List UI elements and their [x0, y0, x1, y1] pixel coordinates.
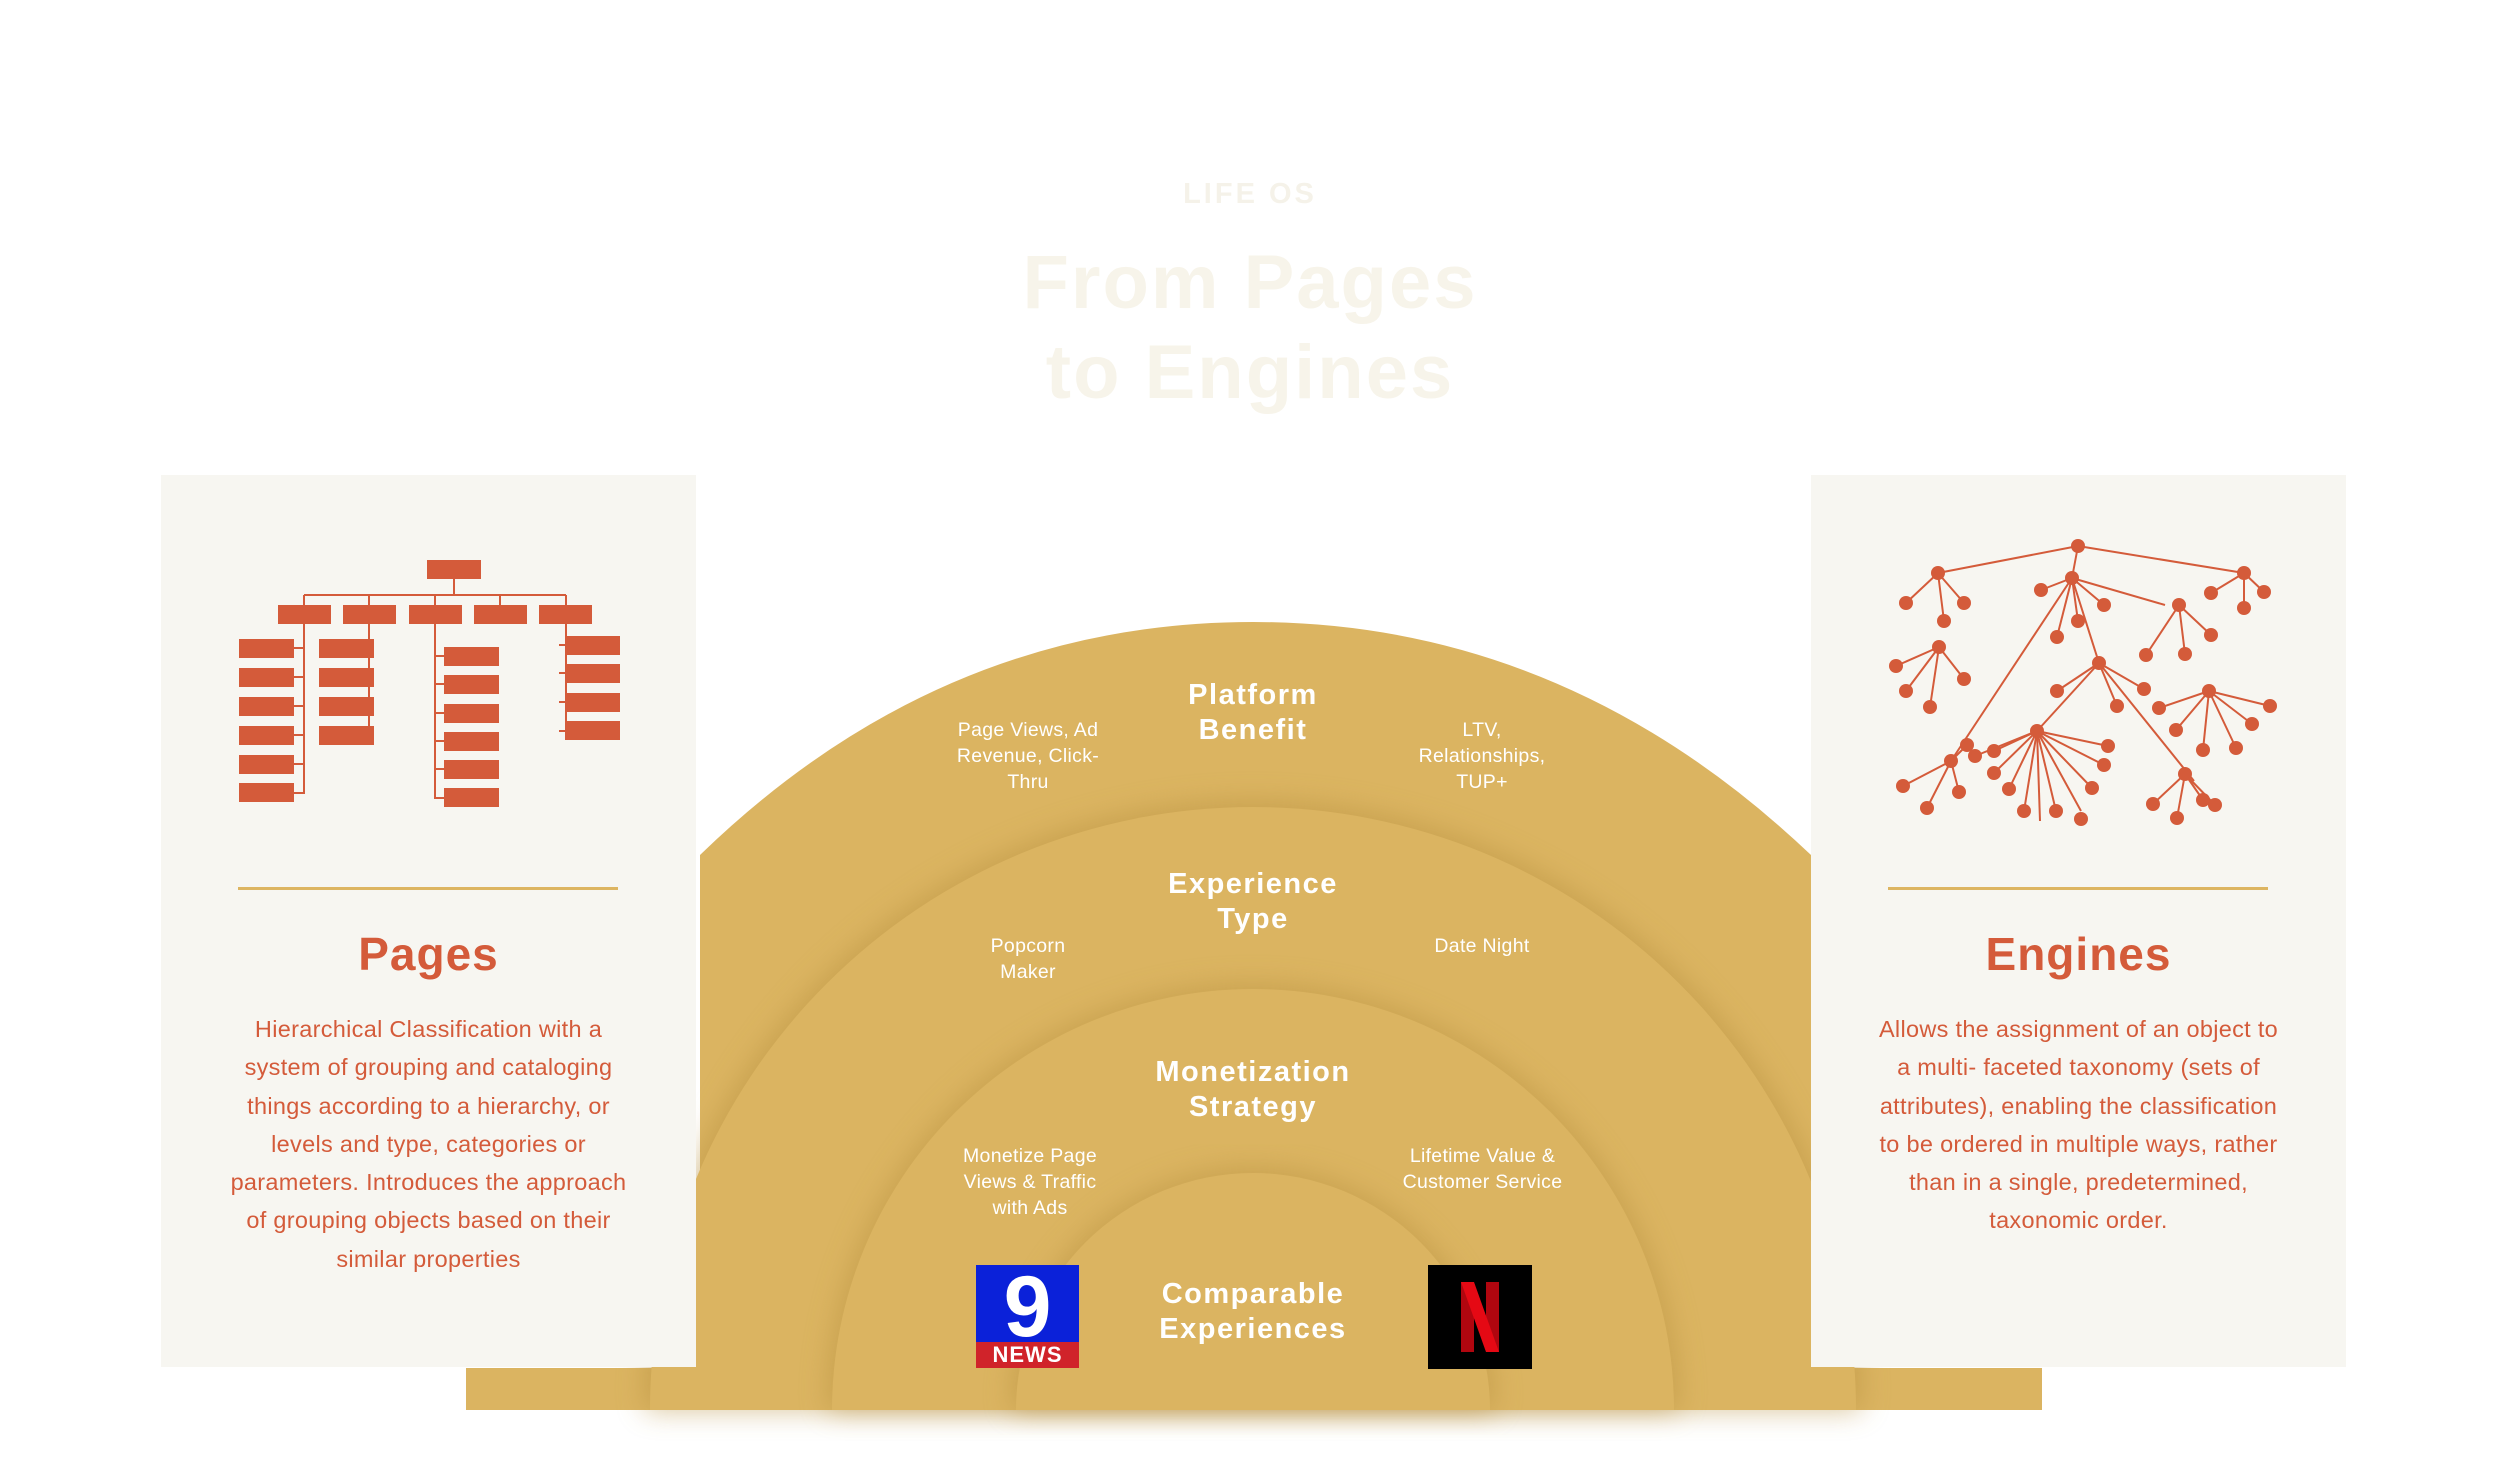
ring-comparable [1016, 1173, 1490, 1410]
netflix-letter-icon [1461, 1282, 1499, 1352]
pages-card: Pages Hierarchical Classification with a… [161, 475, 696, 1367]
engines-card: Engines Allows the assignment of an obje… [1811, 475, 2346, 1367]
pages-description: Hierarchical Classification with a syste… [230, 1016, 627, 1272]
nine-news-number: 9 [1003, 1265, 1052, 1355]
hierarchy-icon [239, 560, 620, 807]
title-line-2: to Engines [1045, 330, 1455, 415]
pages-title: Pages [358, 928, 499, 980]
network-icon [1889, 539, 2277, 826]
platform-benefit-title: Platform Benefit [1188, 679, 1318, 746]
page-title: From Pages to Engines [0, 238, 2500, 418]
engines-divider [1888, 887, 2268, 890]
monetization-strategy-right: Lifetime Value & Customer Service [1402, 1145, 1563, 1193]
eyebrow-label: LIFE OS [1183, 178, 1317, 210]
nine-news-text: NEWS [976, 1342, 1079, 1368]
comparable-experiences-title: Comparable Experiences [1159, 1278, 1347, 1345]
pages-divider [238, 887, 618, 890]
platform-benefit-left: Page Views, Ad Revenue, Click-Thru [956, 719, 1100, 793]
experience-type-left: Popcorn Maker [990, 935, 1066, 983]
title-line-1: From Pages [1022, 240, 1478, 325]
platform-benefit-right: LTV, Relationships, TUP+ [1418, 719, 1546, 793]
engines-description: Allows the assignment of an object to a … [1878, 1016, 2279, 1234]
netflix-logo: N [1428, 1265, 1532, 1369]
experience-type-title: Experience Type [1168, 868, 1338, 935]
experience-type-right: Date Night [1434, 935, 1530, 957]
monetization-strategy-left: Monetize Page Views & Traffic with Ads [963, 1145, 1097, 1219]
monetization-strategy-title: Monetization Strategy [1155, 1056, 1351, 1123]
nine-news-logo: 9 NEWS [976, 1265, 1079, 1368]
engines-title: Engines [1985, 928, 2172, 980]
